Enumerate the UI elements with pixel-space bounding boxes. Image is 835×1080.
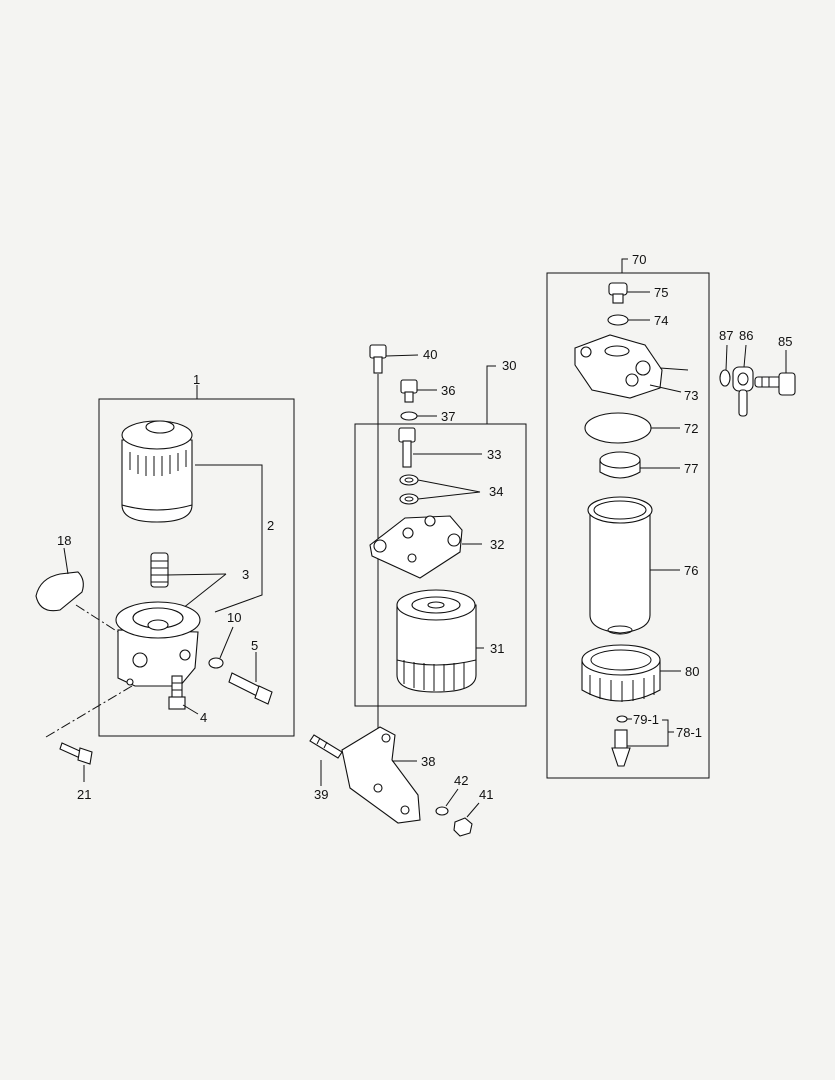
label-18: 18 xyxy=(57,533,71,548)
label-85: 85 xyxy=(778,334,792,349)
label-40: 40 xyxy=(423,347,437,362)
label-86: 86 xyxy=(739,328,753,343)
label-5: 5 xyxy=(251,638,258,653)
part-38-bracket xyxy=(341,726,421,824)
label-87: 87 xyxy=(719,328,733,343)
part-80-ring-nut xyxy=(581,644,661,702)
label-21: 21 xyxy=(77,787,91,802)
label-74: 74 xyxy=(654,313,668,328)
part-40-bolt xyxy=(369,344,387,374)
part-32-filter-head xyxy=(369,515,463,579)
label-42: 42 xyxy=(454,773,468,788)
part-39-stud xyxy=(309,734,343,759)
part-42-washer xyxy=(435,806,449,816)
group-1-filter-assembly xyxy=(35,385,295,782)
filter-head xyxy=(115,601,201,687)
label-78-1: 78-1 xyxy=(676,725,702,740)
part-21-bolt xyxy=(59,742,93,765)
part-36-bolt xyxy=(400,379,418,403)
part-31-filter-cartridge xyxy=(396,589,477,693)
label-72: 72 xyxy=(684,421,698,436)
part-34-washers xyxy=(399,474,419,505)
part-75-plug xyxy=(608,282,628,304)
label-70: 70 xyxy=(632,252,646,267)
label-10: 10 xyxy=(227,610,241,625)
part-74-washer xyxy=(607,314,629,326)
part-76-bowl xyxy=(587,496,653,635)
part-3-nipple xyxy=(150,552,169,588)
part-37-washer xyxy=(400,411,418,421)
group-70-frame xyxy=(546,272,710,779)
group-30-assembly xyxy=(354,344,527,790)
part-85-eye-bolt xyxy=(754,372,796,396)
label-37: 37 xyxy=(441,409,455,424)
group-30-frame xyxy=(354,423,527,707)
group-70-sediment-bowl xyxy=(546,258,710,779)
part-2-filter-cartridge xyxy=(121,420,193,523)
label-31: 31 xyxy=(490,641,504,656)
part-86-eye-joint xyxy=(732,366,754,417)
label-41: 41 xyxy=(479,787,493,802)
part-79-1-o-ring xyxy=(616,715,628,723)
label-76: 76 xyxy=(684,563,698,578)
label-75: 75 xyxy=(654,285,668,300)
part-41-nut xyxy=(453,817,473,837)
label-30: 30 xyxy=(502,358,516,373)
label-34: 34 xyxy=(489,484,503,499)
label-39: 39 xyxy=(314,787,328,802)
part-18-cover xyxy=(35,571,84,612)
label-1: 1 xyxy=(193,372,200,387)
label-73: 73 xyxy=(684,388,698,403)
label-3: 3 xyxy=(242,567,249,582)
part-33-bolt xyxy=(398,427,416,468)
label-36: 36 xyxy=(441,383,455,398)
label-77: 77 xyxy=(684,461,698,476)
part-73-head xyxy=(574,334,663,399)
callout-labels: 1 2 3 4 5 10 18 21 30 31 32 33 34 36 37 … xyxy=(57,252,792,802)
label-79-1: 79-1 xyxy=(633,712,659,727)
part-72-o-ring xyxy=(584,412,652,444)
part-10-o-ring xyxy=(208,657,224,669)
label-80: 80 xyxy=(685,664,699,679)
part-78-1-drain-plug xyxy=(611,729,631,767)
part-77-ring xyxy=(599,451,641,479)
label-4: 4 xyxy=(200,710,207,725)
label-2: 2 xyxy=(267,518,274,533)
label-32: 32 xyxy=(490,537,504,552)
part-5-bolt xyxy=(228,672,273,705)
part-4-fitting xyxy=(168,675,186,710)
label-38: 38 xyxy=(421,754,435,769)
part-87-washer xyxy=(719,369,731,387)
label-33: 33 xyxy=(487,447,501,462)
